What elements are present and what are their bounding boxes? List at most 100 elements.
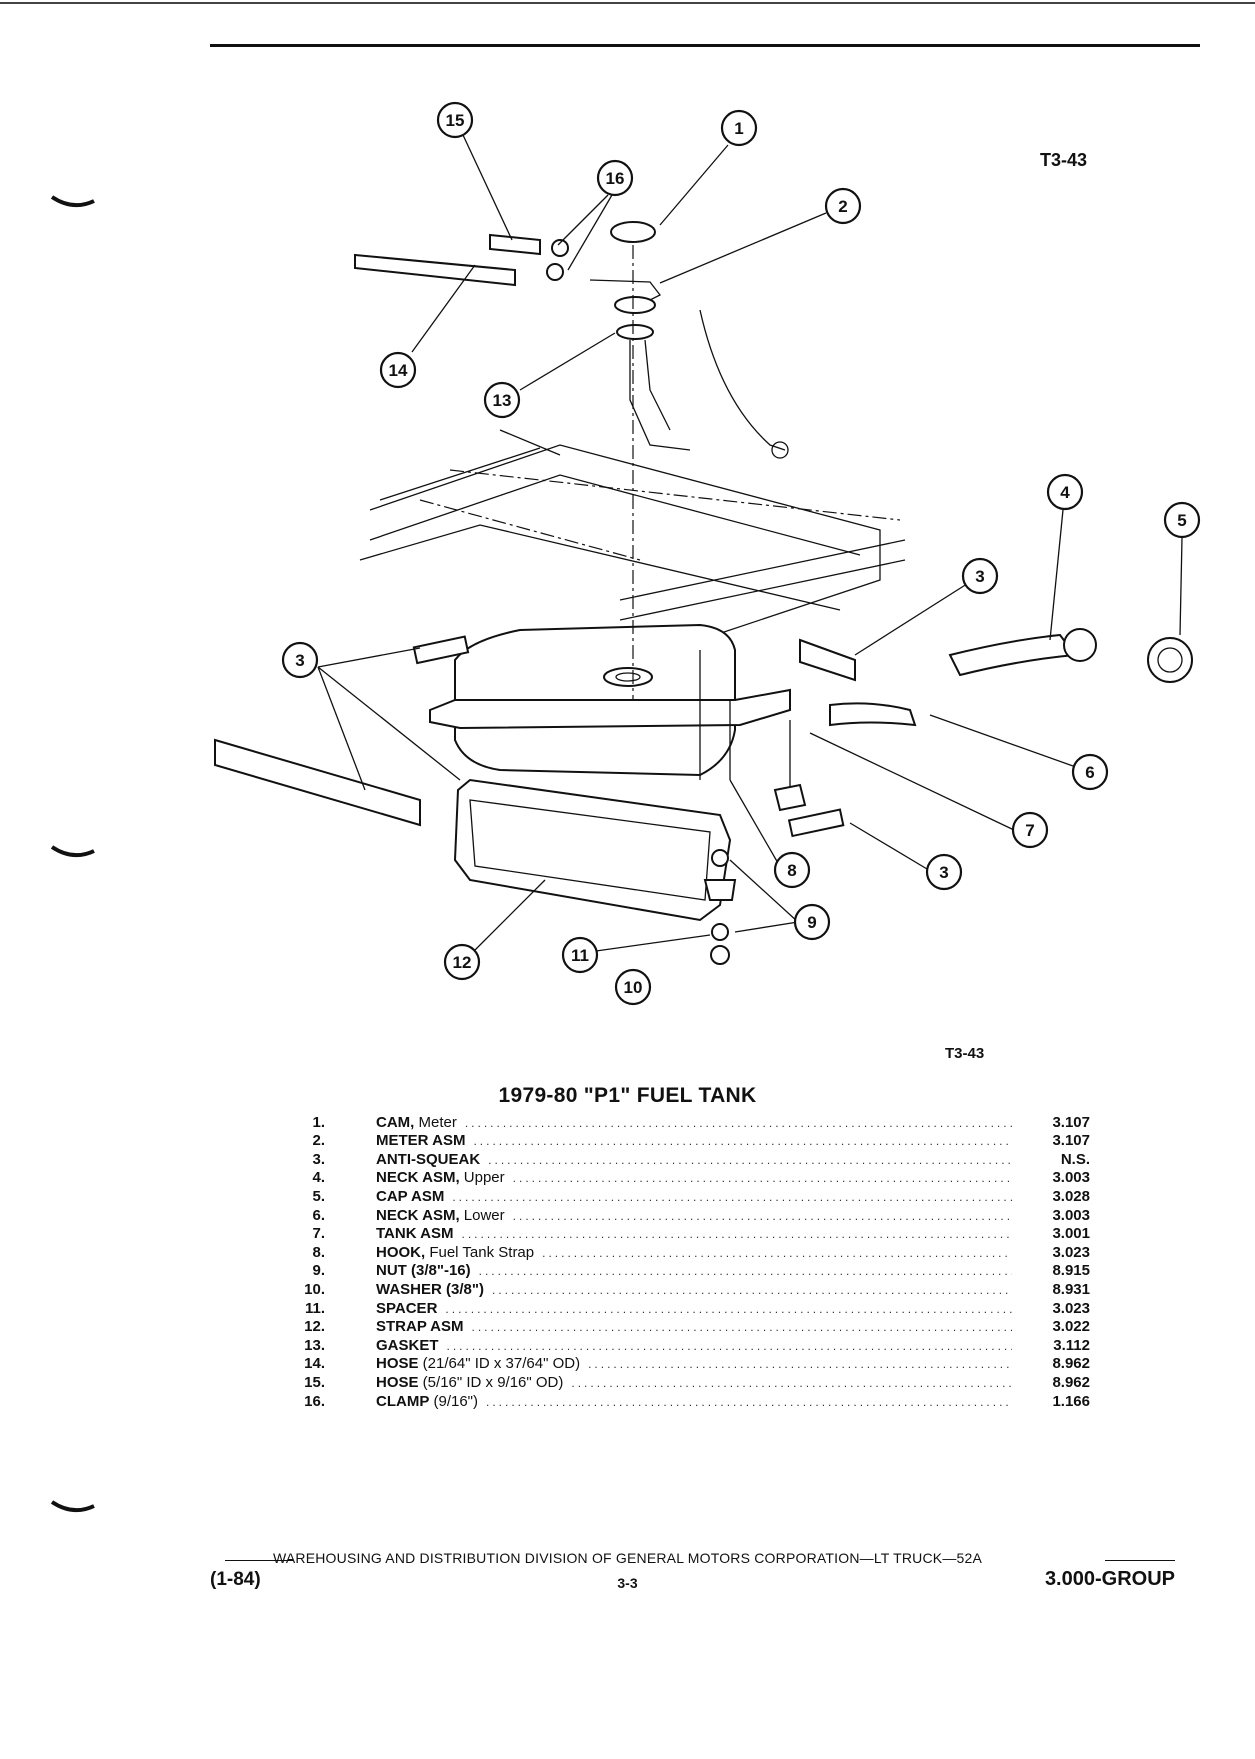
part-group-number: 3.023 (1052, 1243, 1090, 1261)
part-group-number: 3.112 (1053, 1336, 1090, 1354)
tank-strap (453, 778, 732, 922)
footer-date: (1-84) (210, 1569, 261, 1590)
svg-text:7: 7 (1025, 821, 1034, 840)
part-number: 7. (312, 1225, 325, 1243)
parts-row: 7.TANK ASM..............................… (285, 1225, 1090, 1244)
part-description: TANK ASM (376, 1225, 454, 1243)
part-group-number: 3.107 (1052, 1113, 1090, 1131)
part-number: 10. (304, 1280, 325, 1298)
leader-dots: ........................................… (491, 1282, 1012, 1297)
parts-row: 13. GASKET...............................… (285, 1336, 1090, 1355)
parts-row: 9.NUT (3/8"-16).........................… (285, 1262, 1090, 1281)
part-description: WASHER (3/8") (376, 1281, 484, 1299)
part-group-number: N.S. (1060, 1150, 1090, 1168)
scan-edge-line (0, 2, 1255, 4)
parts-row: 4.NECK ASM, Upper.......................… (285, 1169, 1090, 1188)
part-group-number: 3.107 (1052, 1132, 1090, 1150)
svg-text:3: 3 (295, 651, 304, 670)
part-name: WASHER (3/8") (376, 1280, 484, 1298)
svg-text:3: 3 (975, 567, 984, 586)
callout-3a: 3 (961, 557, 999, 595)
leader-dots: ........................................… (486, 1394, 1012, 1409)
part-group-number: 3.022 (1052, 1318, 1090, 1336)
leader-dots: ........................................… (446, 1338, 1012, 1353)
callout-2: 2 (824, 187, 862, 225)
fuel-tank-exploded-diagram: 15 16 1 2 14 13 4 5 3 3 6 7 8 3 9 11 12 … (214, 101, 1201, 1006)
leader-dots: ........................................… (488, 1152, 1012, 1167)
part-number: 12. (304, 1318, 325, 1336)
svg-text:11: 11 (571, 946, 589, 965)
part-description: CLAMP (9/16") (376, 1393, 478, 1411)
part-name: HOSE (376, 1373, 419, 1391)
fuel-tank (429, 623, 791, 780)
parts-list: 1.CAM, Meter............................… (285, 1113, 1090, 1411)
binder-hole-mark (50, 195, 95, 208)
part-description: HOSE (5/16" ID x 9/16" OD) (376, 1374, 563, 1392)
anti-squeak-strip-long (214, 738, 421, 827)
part-name: GASKET (376, 1336, 439, 1354)
part-name: CAP ASM (376, 1187, 445, 1205)
leader-dots: ........................................… (452, 1189, 1012, 1204)
part-description: ANTI-SQUEAK (376, 1151, 480, 1169)
header-rule (210, 44, 1200, 47)
svg-text:15: 15 (446, 111, 465, 130)
part-name: NUT (3/8"-16) (376, 1262, 471, 1280)
frame-rails (359, 429, 906, 641)
part-name: NECK ASM, (376, 1169, 460, 1187)
svg-text:16: 16 (606, 169, 625, 188)
part-description: STRAP ASM (376, 1318, 464, 1336)
part-description: CAM, Meter (376, 1114, 457, 1132)
part-description: HOOK, Fuel Tank Strap (376, 1244, 534, 1262)
svg-text:13: 13 (493, 391, 512, 410)
callout-7: 7 (1011, 811, 1049, 849)
part-detail: (5/16" ID x 9/16" OD) (418, 1373, 564, 1391)
leader-dots: ........................................… (512, 1208, 1012, 1223)
part-number: 13. (304, 1336, 325, 1354)
part-group-number: 8.962 (1052, 1355, 1090, 1373)
svg-text:8: 8 (787, 861, 796, 880)
part-number: 14. (304, 1355, 325, 1373)
hose-long (354, 253, 516, 287)
callout-16: 16 (596, 159, 634, 197)
hardware (703, 700, 807, 965)
parts-row: 16.CLAMP (9/16")........................… (285, 1392, 1090, 1411)
svg-text:14: 14 (389, 361, 408, 380)
part-group-number: 3.001 (1052, 1225, 1090, 1243)
part-description: SPACER (376, 1300, 437, 1318)
callout-15: 15 (436, 101, 474, 139)
part-group-number: 3.028 (1052, 1187, 1090, 1205)
part-number: 8. (312, 1243, 325, 1261)
svg-text:3: 3 (939, 863, 948, 882)
callout-8: 8 (773, 851, 811, 889)
callout-6: 6 (1071, 753, 1109, 791)
svg-text:6: 6 (1085, 763, 1094, 782)
part-number: 3. (312, 1150, 325, 1168)
part-description: NECK ASM, Upper (376, 1169, 505, 1187)
binder-hole-mark (50, 845, 95, 858)
part-description: METER ASM (376, 1132, 465, 1150)
leader-dots: ........................................… (542, 1245, 1012, 1260)
callout-13: 13 (483, 381, 521, 419)
parts-row: 12.STRAP ASM............................… (285, 1318, 1090, 1337)
part-detail: (21/64" ID x 37/64" OD) (418, 1355, 581, 1373)
lower-neck (829, 702, 917, 727)
page-number: 3-3 (617, 1575, 638, 1591)
leader-dots: ........................................… (571, 1375, 1012, 1390)
part-name: SPACER (376, 1299, 438, 1317)
callout-12: 12 (443, 943, 481, 981)
parts-row: 5.CAP ASM...............................… (285, 1187, 1090, 1206)
part-group-number: 1.166 (1052, 1392, 1090, 1410)
svg-text:10: 10 (624, 978, 643, 997)
callout-9: 9 (793, 903, 831, 941)
part-name: TANK ASM (376, 1225, 454, 1243)
anti-squeak-strip (799, 638, 856, 682)
part-name: NECK ASM, (376, 1206, 460, 1224)
footer-group: 3.000-GROUP (1044, 1568, 1175, 1590)
clamp (551, 239, 569, 257)
part-name: CAM, (376, 1113, 415, 1131)
part-number: 11. (304, 1299, 325, 1317)
part-name: STRAP ASM (376, 1318, 464, 1336)
part-name: HOSE (376, 1355, 419, 1373)
figure-code-top: T3-43 (1040, 150, 1088, 170)
callout-10: 10 (614, 968, 652, 1006)
